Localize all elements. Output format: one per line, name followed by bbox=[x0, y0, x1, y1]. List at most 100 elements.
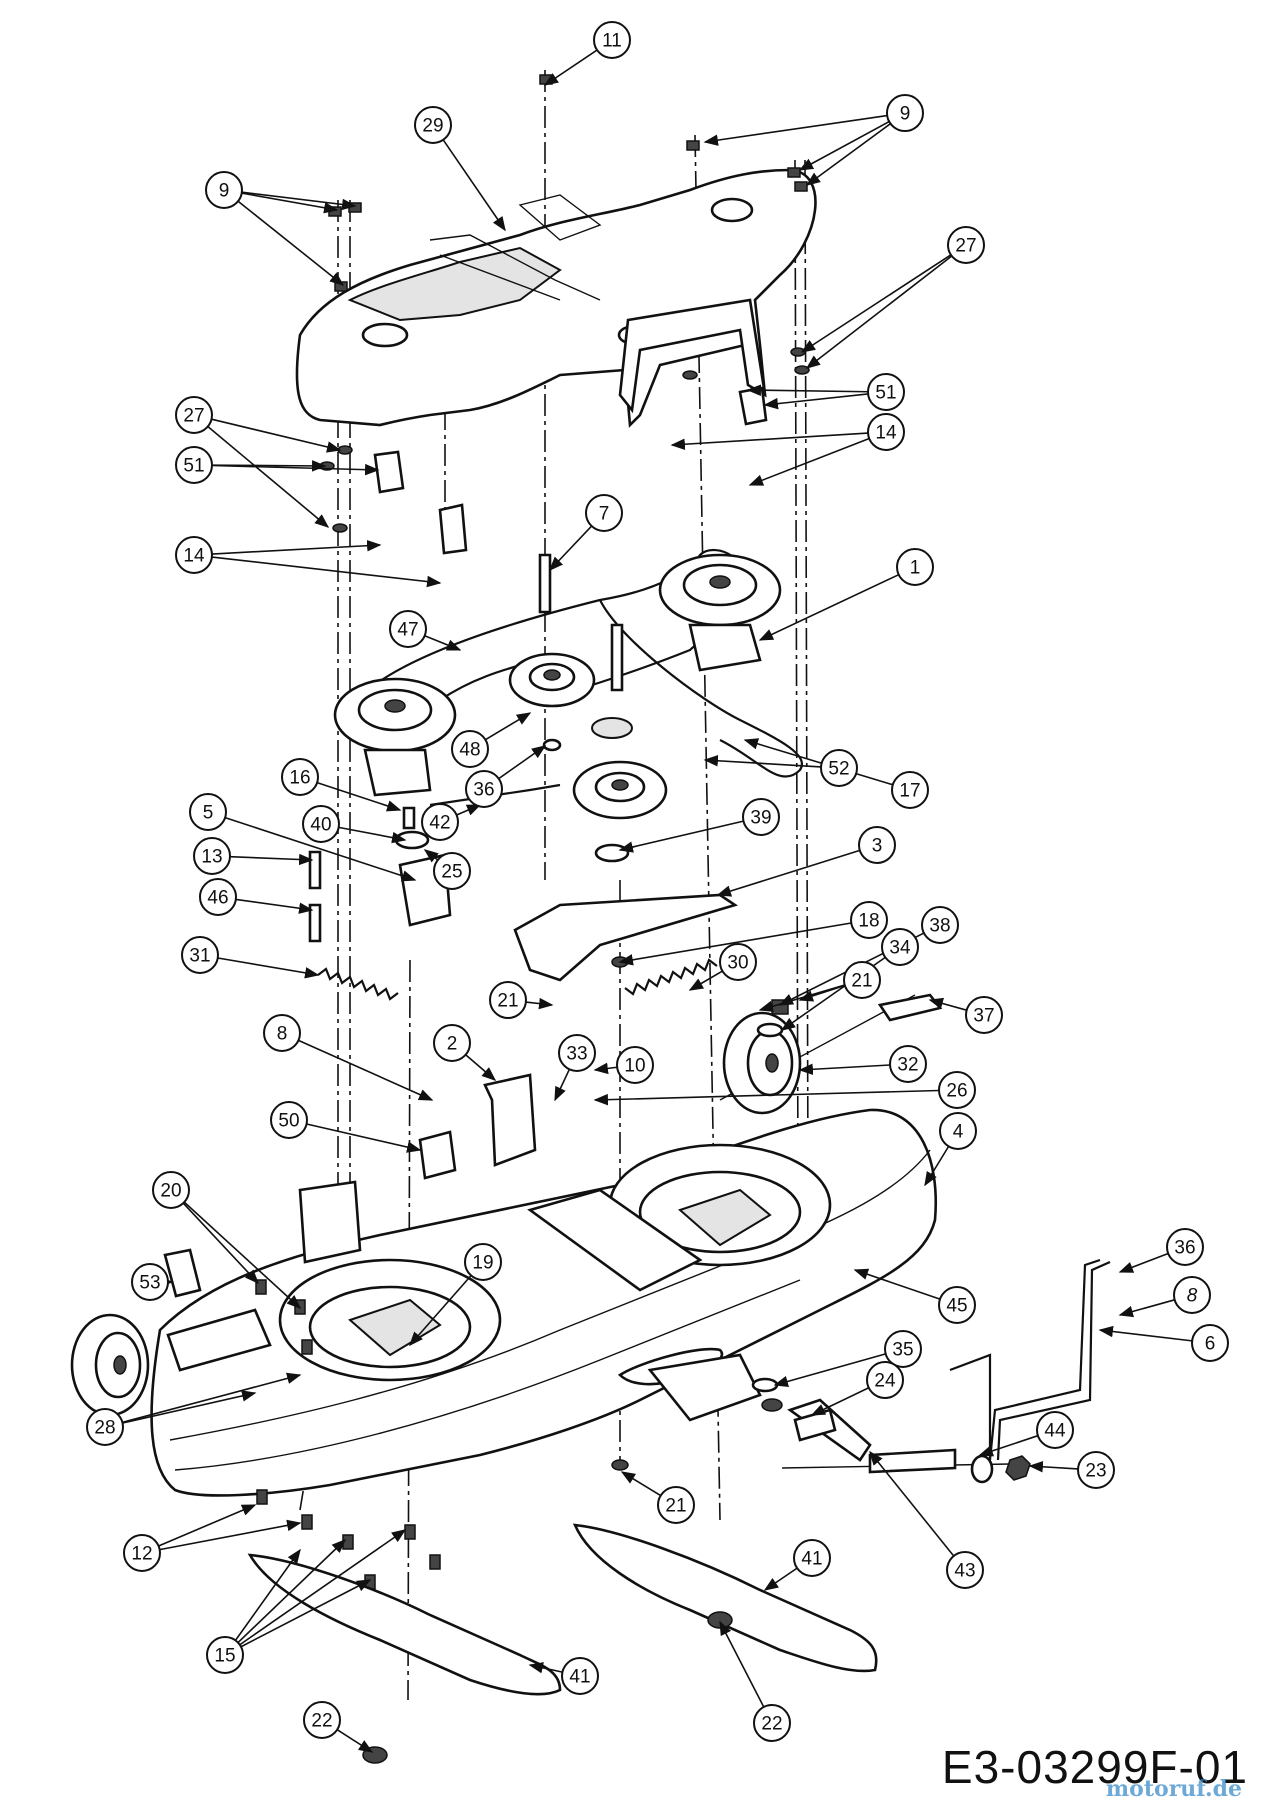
callout-leader-line bbox=[746, 384, 869, 396]
callout-circle bbox=[866, 1361, 904, 1399]
callout-label: 8 bbox=[277, 1024, 288, 1045]
callout-leader-line bbox=[593, 1062, 618, 1075]
callout-label: 9 bbox=[900, 104, 911, 125]
callout-circle bbox=[938, 1286, 976, 1324]
callout-label: 51 bbox=[183, 456, 204, 477]
callout-circle bbox=[270, 1101, 308, 1139]
drawing-code: E3-03299F-01 bbox=[941, 1741, 1248, 1793]
screw bbox=[342, 1534, 354, 1550]
callout-label: 2 bbox=[447, 1034, 458, 1055]
callout-circle bbox=[451, 730, 489, 768]
washer bbox=[751, 1377, 779, 1393]
callout-leader-line bbox=[800, 254, 952, 353]
callout-circle bbox=[464, 1243, 502, 1281]
callout-30: 30 bbox=[719, 943, 757, 981]
callout-circle bbox=[881, 928, 919, 966]
callout-circle bbox=[389, 610, 427, 648]
callout-6: 6 bbox=[1191, 1324, 1229, 1362]
callout-1: 1 bbox=[896, 548, 934, 586]
callout-label: 11 bbox=[602, 31, 622, 52]
nut bbox=[611, 1459, 629, 1471]
screw bbox=[301, 1514, 313, 1530]
callout-leader-line bbox=[235, 898, 314, 914]
callout-label: 19 bbox=[472, 1253, 493, 1274]
callout-leader-line bbox=[703, 114, 888, 146]
callout-circle bbox=[181, 936, 219, 974]
callout-leader-line bbox=[758, 984, 845, 1012]
callout-leader-line bbox=[207, 425, 330, 528]
callout-43: 43 bbox=[946, 1551, 984, 1589]
callout-circle bbox=[896, 548, 934, 586]
callout-label: 14 bbox=[875, 423, 897, 444]
callout-label: 12 bbox=[131, 1544, 152, 1565]
callout-label: 17 bbox=[899, 781, 920, 802]
watermark-logo: motoruf.de bbox=[1105, 1776, 1242, 1802]
callout-label: 14 bbox=[183, 546, 205, 567]
axle-bolt bbox=[877, 993, 943, 1022]
screw bbox=[686, 140, 700, 151]
callout-36: 36 bbox=[1166, 1228, 1204, 1266]
gauge-wheel-left bbox=[70, 1313, 150, 1417]
cover-hardware bbox=[319, 74, 810, 555]
callout-45: 45 bbox=[938, 1286, 976, 1324]
callout-circle bbox=[947, 226, 985, 264]
callout-label: 6 bbox=[1205, 1334, 1216, 1355]
callout-leader-line bbox=[423, 849, 439, 863]
lift-bracket bbox=[483, 1073, 537, 1167]
callout-label: 29 bbox=[422, 116, 443, 137]
callout-leader-line bbox=[159, 1519, 302, 1551]
callout-leader-line bbox=[298, 1039, 434, 1101]
callout-28: 28 bbox=[86, 1408, 124, 1446]
callout-9: 9 bbox=[886, 94, 924, 132]
callout-18: 18 bbox=[850, 901, 888, 939]
callout-leader-line bbox=[758, 573, 900, 641]
callout-label: 5 bbox=[203, 803, 214, 824]
callout-label: 21 bbox=[665, 1496, 686, 1517]
callout-leader-line bbox=[528, 1662, 563, 1674]
callout-35: 35 bbox=[884, 1330, 922, 1368]
callout-circle bbox=[889, 1045, 927, 1083]
callout-leader-line bbox=[122, 1390, 257, 1424]
callout-label: 36 bbox=[473, 780, 494, 801]
callout-46: 46 bbox=[199, 878, 237, 916]
callout-12: 12 bbox=[123, 1534, 161, 1572]
screw bbox=[301, 1339, 313, 1355]
callout-leader-line bbox=[924, 1145, 950, 1187]
callout-label: 4 bbox=[953, 1122, 964, 1143]
callout-circle bbox=[421, 803, 459, 841]
callout-label: 32 bbox=[897, 1055, 918, 1076]
callout-label: 13 bbox=[201, 847, 222, 868]
callout-leader-line bbox=[241, 191, 357, 211]
callout-3: 3 bbox=[858, 826, 896, 864]
callout-label: 36 bbox=[1174, 1238, 1195, 1259]
callout-circle bbox=[152, 1171, 190, 1209]
callout-circle bbox=[1173, 1276, 1211, 1314]
callout-circle bbox=[199, 878, 237, 916]
bolt bbox=[402, 806, 416, 830]
bolt bbox=[610, 623, 624, 692]
nut bbox=[761, 1398, 783, 1412]
callout-label: 22 bbox=[761, 1714, 782, 1735]
idler-pulley-upper bbox=[508, 652, 596, 708]
callout-leader-line bbox=[211, 556, 442, 588]
callout-50: 50 bbox=[270, 1101, 308, 1139]
callout-17: 17 bbox=[891, 771, 929, 809]
callout-circle bbox=[946, 1551, 984, 1589]
callout-33: 33 bbox=[558, 1034, 596, 1072]
callout-circle bbox=[263, 1014, 301, 1052]
washer bbox=[756, 1022, 784, 1038]
callout-circle bbox=[657, 1486, 695, 1524]
callout-53: 53 bbox=[131, 1263, 169, 1301]
callout-leader-line bbox=[688, 970, 723, 991]
callout-leader-line bbox=[928, 997, 967, 1011]
pin bbox=[308, 903, 322, 943]
callout-circle bbox=[585, 494, 623, 532]
callout-4: 4 bbox=[939, 1112, 977, 1150]
callout-leader-line bbox=[1118, 1252, 1169, 1273]
callout-23: 23 bbox=[1077, 1451, 1115, 1489]
callout-leader-line bbox=[805, 123, 891, 186]
callout-22: 22 bbox=[753, 1704, 791, 1742]
callout-label: 41 bbox=[801, 1549, 822, 1570]
callout-51: 51 bbox=[175, 446, 213, 484]
callout-leader-line bbox=[465, 1054, 497, 1081]
